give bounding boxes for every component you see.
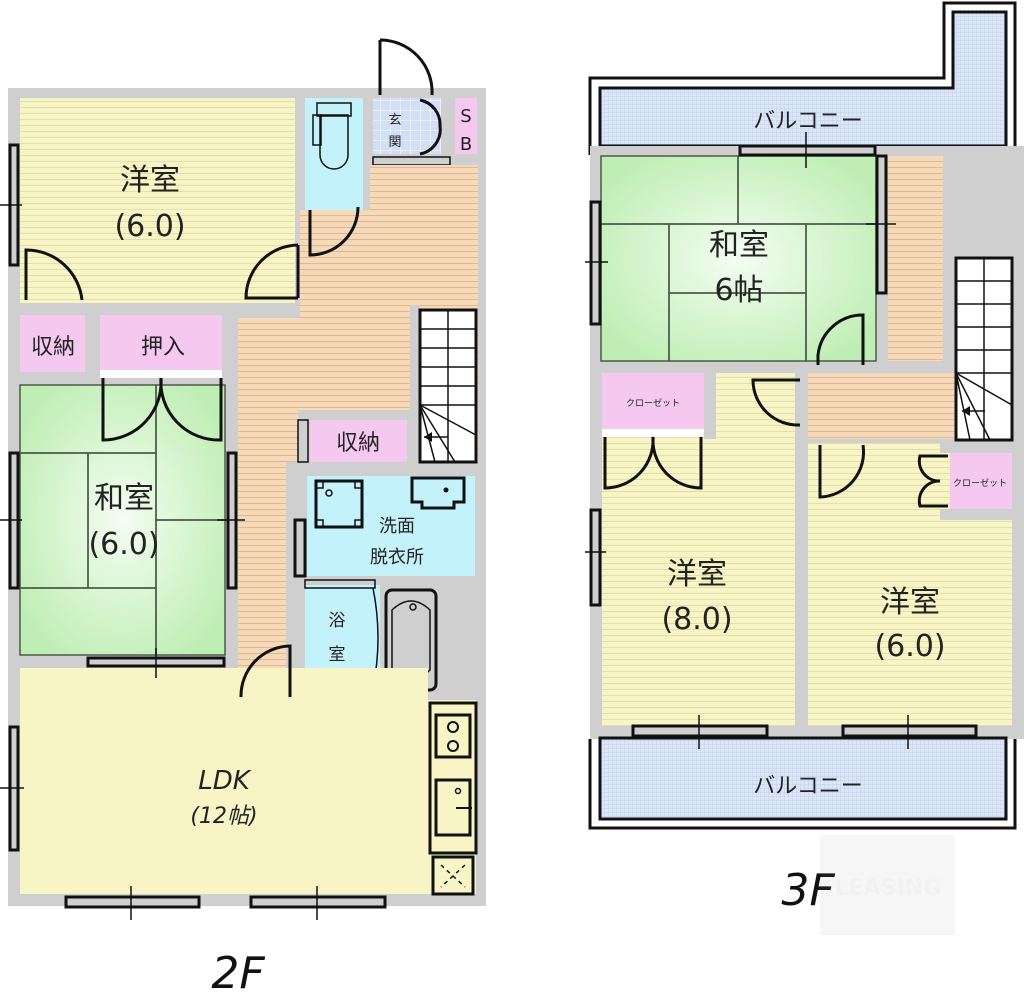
room-ldk <box>20 668 428 894</box>
label-oshiire: 押入 <box>141 335 185 360</box>
label-japanese-room-size: (6.0) <box>88 527 159 562</box>
room-western-8 <box>602 373 795 726</box>
staircase-3f <box>954 256 1014 442</box>
doors-2f[interactable] <box>24 38 442 698</box>
windows-2f <box>0 143 387 920</box>
washroom-door[interactable] <box>293 518 307 578</box>
room-oshiire <box>100 315 222 370</box>
shoe-box-door[interactable] <box>419 98 442 156</box>
label-western-6-3f-size: (6.0) <box>874 629 945 664</box>
western-room-door[interactable] <box>244 243 300 300</box>
room-japanese-6-2f <box>19 384 226 656</box>
label-shoe-box-2: B <box>460 134 472 155</box>
label-western-6-3f: 洋室 <box>880 585 940 620</box>
kitchen-counter <box>428 701 478 896</box>
oshiire-door-right[interactable] <box>159 377 223 442</box>
japanese-room-door-3f[interactable] <box>816 313 865 365</box>
label-washroom-1: 洗面 <box>379 516 415 537</box>
room-western-6-2f <box>20 98 295 303</box>
toilet-door[interactable] <box>308 206 360 257</box>
room-closet-1 <box>602 373 704 429</box>
room-closet-2 <box>950 453 1012 509</box>
front-door[interactable] <box>378 38 434 96</box>
label-closet-2: クローゼット <box>953 477 1007 489</box>
label-balcony-north: バルコニー <box>753 109 863 134</box>
room-hallway-3f-upper <box>888 156 943 361</box>
room-entrance <box>373 98 441 154</box>
label-japanese-room-3f: 和室 <box>709 228 769 263</box>
label-japanese-room: 和室 <box>94 481 154 516</box>
refrigerator-icon <box>431 855 475 896</box>
label-ldk: LDK <box>198 766 252 796</box>
sink-icon <box>410 476 466 510</box>
room-storage-1 <box>20 315 85 372</box>
label-western-room: 洋室 <box>120 163 180 198</box>
room-storage-2 <box>310 420 407 462</box>
label-western-room-size: (6.0) <box>114 209 185 244</box>
label-bathroom-2: 室 <box>329 645 346 665</box>
doors-3f[interactable] <box>603 313 948 508</box>
closet-2-doors[interactable] <box>917 454 948 508</box>
closet-1-doors[interactable] <box>603 436 703 490</box>
label-ldk-size: (12帖) <box>190 804 257 829</box>
western-8-door[interactable] <box>751 378 801 427</box>
staircase-2f <box>418 308 478 464</box>
room-hallway-3f <box>808 373 956 439</box>
floor-3f: バルコニー 和室 6帖 クローゼット クローゼット 洋室 (8.0) 洋室 (6… <box>585 1 1024 935</box>
label-japanese-room-3f-size: 6帖 <box>714 273 763 308</box>
oshiire-opening <box>100 370 222 378</box>
label-entrance-1: 玄 <box>388 113 401 128</box>
western-6-door[interactable] <box>818 444 866 499</box>
windows-3f <box>585 132 978 749</box>
floor-label-3f: 3F <box>781 865 835 916</box>
label-western-8-size: (8.0) <box>661 602 732 637</box>
label-washroom-2: 脱衣所 <box>370 547 424 568</box>
label-shoe-box-1: S <box>460 106 471 127</box>
watermark-logo: LEASING <box>820 835 955 935</box>
storage-1-door[interactable] <box>24 248 84 301</box>
stove-icon <box>434 713 472 759</box>
room-shoe-box <box>455 98 477 154</box>
floor-2f: 洋室 (6.0) 収納 押入 和室 (6.0) 玄 関 S B 収納 洗面 脱衣… <box>0 38 486 999</box>
washing-machine-icon <box>314 479 364 529</box>
toilet-icon <box>312 102 352 170</box>
room-western-6-3f <box>808 443 1012 726</box>
floor-label-2f: 2F <box>211 948 265 999</box>
storage-2-door[interactable] <box>297 419 309 463</box>
label-storage-2: 収納 <box>336 431 380 456</box>
ldk-door[interactable] <box>239 644 292 698</box>
label-bathroom-1: 浴 <box>329 611 346 631</box>
label-western-8: 洋室 <box>667 557 727 592</box>
label-entrance-2: 関 <box>388 135 401 150</box>
label-closet-1: クローゼット <box>626 397 680 409</box>
label-storage-1: 収納 <box>31 335 75 360</box>
label-balcony-south: バルコニー <box>753 774 863 799</box>
room-hallway-2f <box>238 165 478 700</box>
watermark-text: LEASING <box>835 876 942 901</box>
room-balcony-south <box>598 736 1008 821</box>
